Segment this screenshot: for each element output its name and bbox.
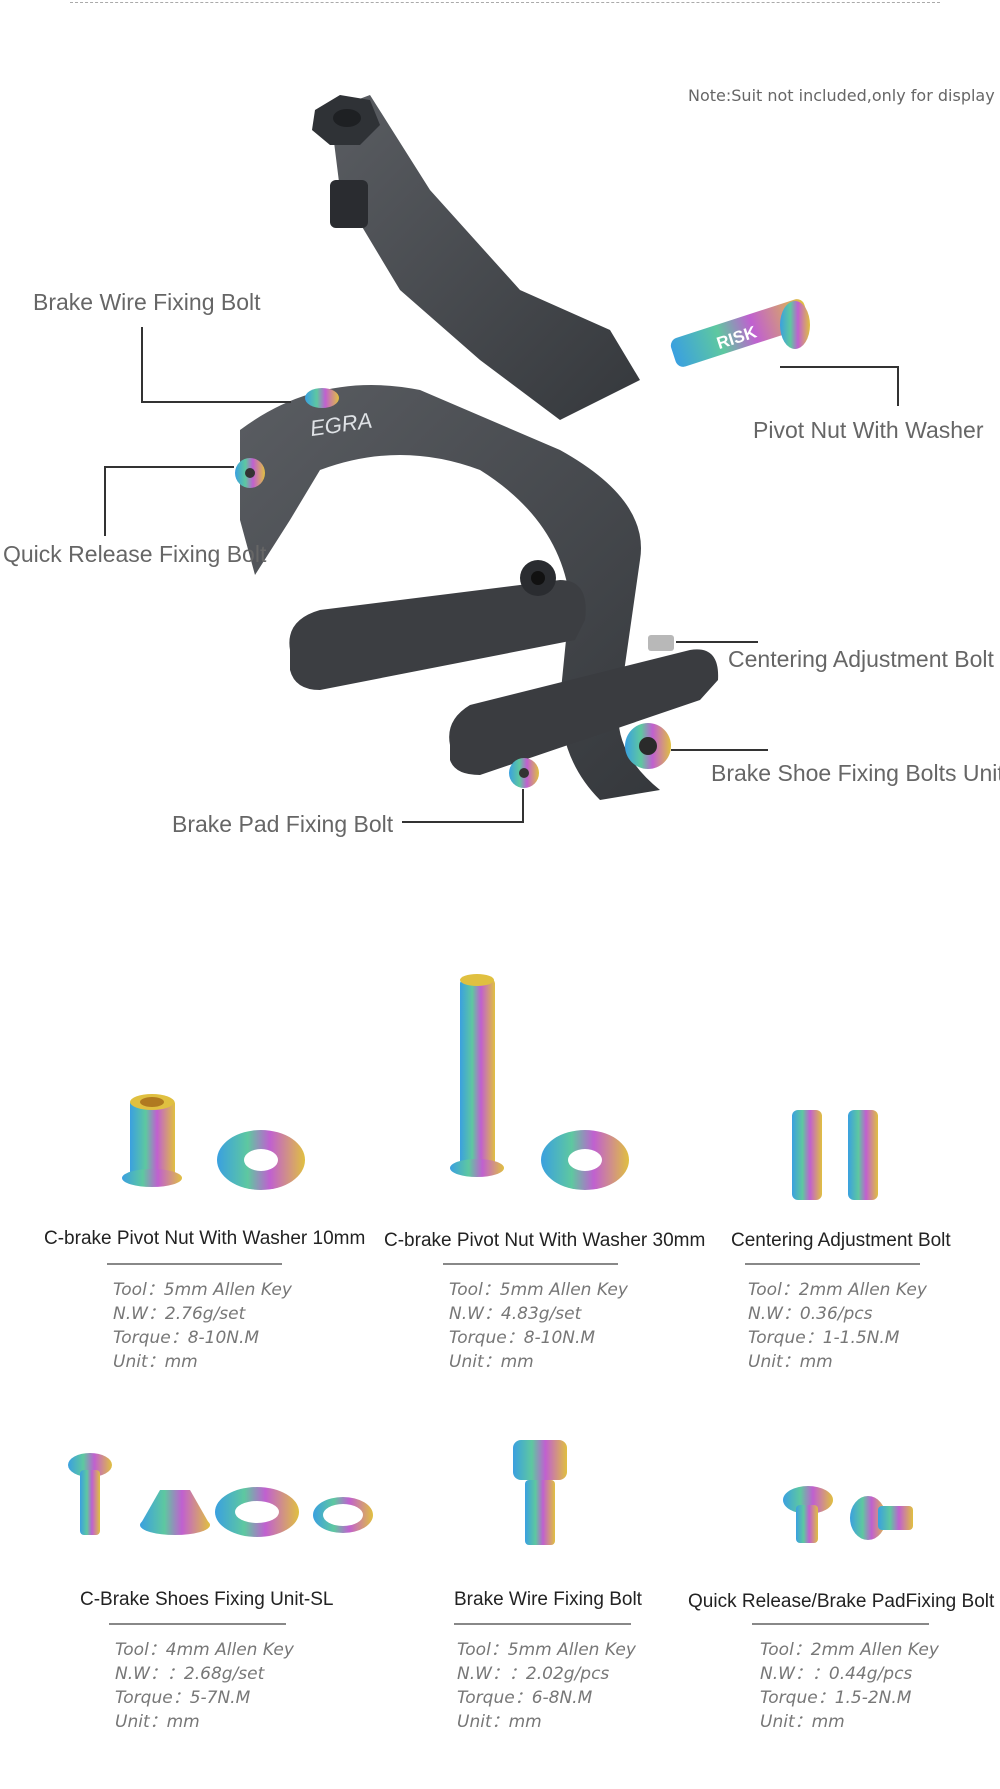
pivot-nut-10mm-image (122, 1094, 305, 1190)
product-specs: Tool：2mm Allen Key N.W：：0.44g/pcs Torque… (760, 1638, 939, 1734)
product-underline (109, 1623, 286, 1625)
spec-torque: Torque：8-10N.M (449, 1328, 596, 1348)
product-title: Brake Wire Fixing Bolt (454, 1589, 642, 1610)
product-specs: Tool：5mm Allen Key N.W：：2.02g/pcs Torque… (457, 1638, 636, 1734)
callout-line-brake-pad-v (522, 789, 524, 823)
spec-unit: Unit：mm (748, 1352, 833, 1372)
product-title: C-brake Pivot Nut With Washer 10mm (44, 1228, 366, 1249)
product-title: Centering Adjustment Bolt (731, 1230, 951, 1251)
spec-weight: N.W：：0.44g/pcs (760, 1664, 913, 1684)
spec-weight: N.W：0.36/pcs (748, 1304, 873, 1324)
spec-weight: N.W：2.76g/set (113, 1304, 246, 1324)
spec-unit: Unit：mm (115, 1712, 200, 1732)
spec-tool: Tool：5mm Allen Key (113, 1280, 292, 1300)
product-underline (745, 1263, 920, 1265)
callout-centering: Centering Adjustment Bolt (728, 646, 994, 672)
spec-tool: Tool：5mm Allen Key (449, 1280, 628, 1300)
callout-line-quick-h (104, 466, 234, 468)
callout-line-brake-shoe (671, 749, 768, 751)
callout-line-pivot-h (780, 366, 899, 368)
brake-wire-bolt (305, 388, 339, 408)
callout-line-brake-wire-h (141, 401, 291, 403)
spec-torque: Torque：8-10N.M (113, 1328, 260, 1348)
callout-quick-release: Quick Release Fixing Bolt (3, 541, 267, 567)
pivot-bolt: RISK (670, 299, 810, 367)
callout-line-brake-pad-h (402, 821, 524, 823)
callout-brake-shoe: Brake Shoe Fixing Bolts Unit (711, 760, 1000, 786)
brake-wire-bolt-image (513, 1440, 567, 1545)
product-title: Quick Release/Brake PadFixing Bolt (688, 1591, 995, 1612)
spec-unit: Unit：mm (449, 1352, 534, 1372)
product-underline (752, 1623, 929, 1625)
centering-bolt (648, 635, 674, 651)
spec-weight: N.W：：2.68g/set (115, 1664, 265, 1684)
spec-torque: Torque：1.5-2N.M (760, 1688, 912, 1708)
spec-tool: Tool：2mm Allen Key (760, 1640, 939, 1660)
quick-release-bolt-image (783, 1486, 913, 1543)
callout-line-centering (676, 641, 758, 643)
product-underline (454, 1623, 631, 1625)
callout-line-pivot-v (897, 366, 899, 406)
product-specs: Tool：5mm Allen Key N.W：2.76g/set Torque：… (113, 1278, 292, 1374)
display-note: Note:Suit not included,only for display (688, 86, 995, 105)
product-title: C-Brake Shoes Fixing Unit-SL (80, 1589, 334, 1610)
spec-torque: Torque：5-7N.M (115, 1688, 251, 1708)
product-underline (107, 1263, 282, 1265)
spec-torque: Torque：6-8N.M (457, 1688, 593, 1708)
brake-shoes-unit-image (68, 1453, 373, 1537)
callout-brake-pad: Brake Pad Fixing Bolt (172, 811, 394, 837)
spec-unit: Unit：mm (760, 1712, 845, 1732)
product-title: C-brake Pivot Nut With Washer 30mm (384, 1230, 706, 1251)
spec-weight: N.W：：2.02g/pcs (457, 1664, 610, 1684)
product-underline (443, 1263, 618, 1265)
spec-torque: Torque：1-1.5N.M (748, 1328, 900, 1348)
product-specs: Tool：5mm Allen Key N.W：4.83g/set Torque：… (449, 1278, 628, 1374)
spec-tool: Tool：5mm Allen Key (457, 1640, 636, 1660)
top-divider (70, 2, 940, 3)
product-specs: Tool：2mm Allen Key N.W：0.36/pcs Torque：1… (748, 1278, 927, 1374)
product-specs: Tool：4mm Allen Key N.W：：2.68g/set Torque… (115, 1638, 294, 1734)
spec-tool: Tool：4mm Allen Key (115, 1640, 294, 1660)
spec-unit: Unit：mm (113, 1352, 198, 1372)
callout-pivot-nut: Pivot Nut With Washer (753, 417, 984, 443)
callout-line-brake-wire-v (141, 327, 143, 402)
pivot-nut-30mm-image (450, 974, 629, 1190)
spec-weight: N.W：4.83g/set (449, 1304, 582, 1324)
spec-unit: Unit：mm (457, 1712, 542, 1732)
callout-brake-wire: Brake Wire Fixing Bolt (33, 289, 261, 315)
spec-tool: Tool：2mm Allen Key (748, 1280, 927, 1300)
brake-caliper-image: RISK EGRA (235, 95, 810, 800)
callout-line-quick-v (104, 466, 106, 536)
centering-bolt-image (792, 1110, 878, 1200)
